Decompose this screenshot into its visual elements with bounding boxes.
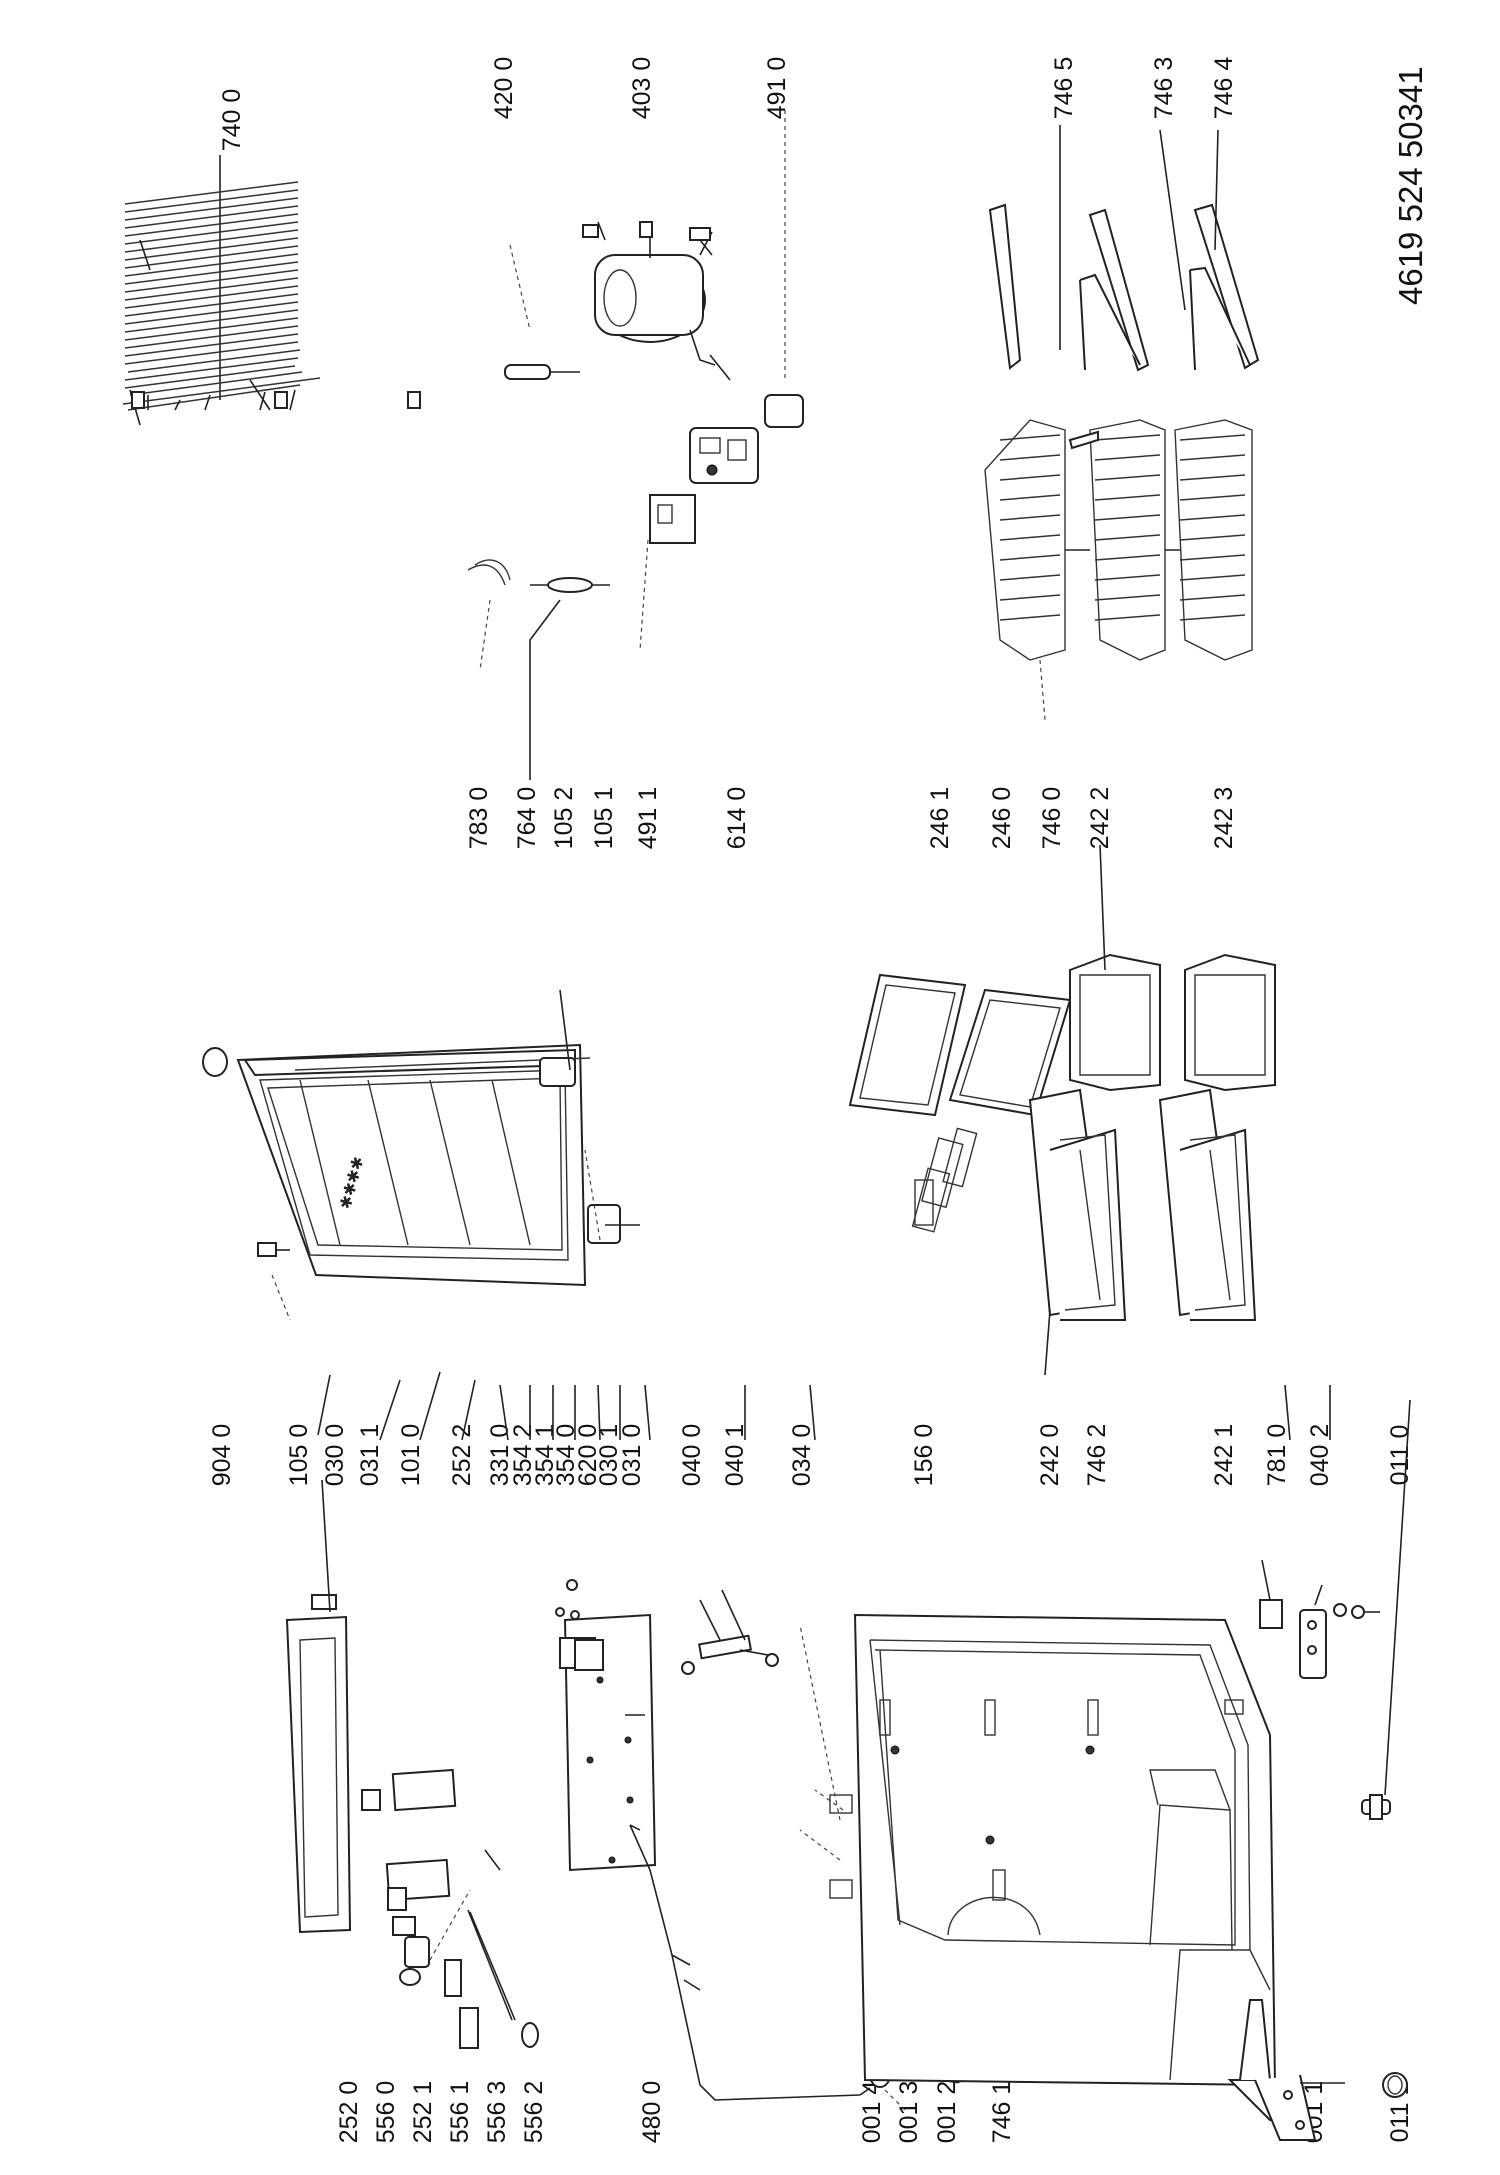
starter-relay [639,110,804,651]
part-label: 740 0 [218,89,246,152]
cabinet [799,1613,1408,2141]
part-label: 246 0 [988,787,1016,850]
part-label: 031 1 [356,1424,384,1487]
part-label: 031 0 [618,1424,646,1487]
part-label: 252 2 [448,1424,476,1487]
hinge-parts [392,1849,539,2049]
part-label: 105 1 [590,787,618,850]
freezer-door: ✱✱✱✱ [202,989,640,1321]
part-label: 746 1 [988,2081,1016,2144]
part-label: 242 0 [1036,1424,1064,1487]
leader-lines [317,1371,1331,1441]
part-label: 011 0 [1386,1425,1414,1486]
part-label: 354 2 [509,1424,537,1487]
part-label: 904 0 [208,1424,236,1487]
part-label: 252 0 [335,2081,363,2144]
part-label: 783 0 [465,787,493,850]
top-lid [285,1479,457,1934]
part-label: 614 0 [723,787,751,850]
part-label: 746 2 [1083,1424,1111,1487]
part-label: 101 0 [397,1424,425,1487]
part-label: 746 4 [1210,57,1238,120]
labels-top: 740 0 420 0 403 0 491 0 746 5 746 3 746 … [218,57,1238,152]
part-label: 001 4 [858,2081,886,2144]
part-label: 764 0 [513,787,541,850]
part-label: 246 1 [926,787,954,850]
small-fasteners [681,1589,779,1675]
part-label: 034 0 [788,1424,816,1487]
part-label: 556 2 [520,2081,548,2144]
thermostat-tubing [467,559,610,780]
document-number: 4619 524 50341 [1392,66,1429,305]
part-label: 242 1 [1210,1424,1238,1487]
part-label: 746 3 [1150,57,1178,120]
part-label: 491 1 [634,787,662,850]
condenser-coil [122,155,421,426]
part-label: 331 0 [486,1424,514,1487]
part-label: 242 2 [1086,787,1114,850]
part-label: 746 5 [1050,57,1078,120]
part-label: 242 3 [1210,787,1238,850]
shelves-and-drawers [848,844,1276,1376]
part-label: 105 0 [285,1424,313,1487]
part-label: 556 3 [483,2081,511,2144]
part-label: 001 2 [933,2081,961,2144]
part-label: 556 1 [446,2081,474,2144]
shelf-rails [988,125,1260,372]
evaporator-grids [984,419,1253,721]
part-label: 781 0 [1263,1424,1291,1487]
part-label: 420 0 [490,57,518,120]
labels-upper-bottom: 904 0 105 0 030 0 031 1 101 0 252 2 331 … [208,1424,1414,1487]
part-label: 001 3 [895,2081,923,2144]
part-label: 480 0 [638,2081,666,2144]
part-label: 620 0 [574,1424,602,1487]
control-panel [555,1579,721,1872]
labels-middle: 783 0 764 0 105 2 105 1 491 1 614 0 246 … [465,787,1238,850]
part-label: 491 0 [763,57,791,120]
part-label: 252 1 [409,2081,437,2144]
part-label: 746 0 [1038,787,1066,850]
compressor [504,221,731,381]
part-label: 030 0 [321,1424,349,1487]
part-label: 403 0 [628,57,656,120]
part-label: 105 2 [550,787,578,850]
part-label: 354 1 [531,1424,559,1487]
part-label: 556 0 [372,2081,400,2144]
part-label: 156 0 [910,1424,938,1487]
part-label: 040 0 [678,1424,706,1487]
bottom-hinge [1259,1399,1411,1820]
